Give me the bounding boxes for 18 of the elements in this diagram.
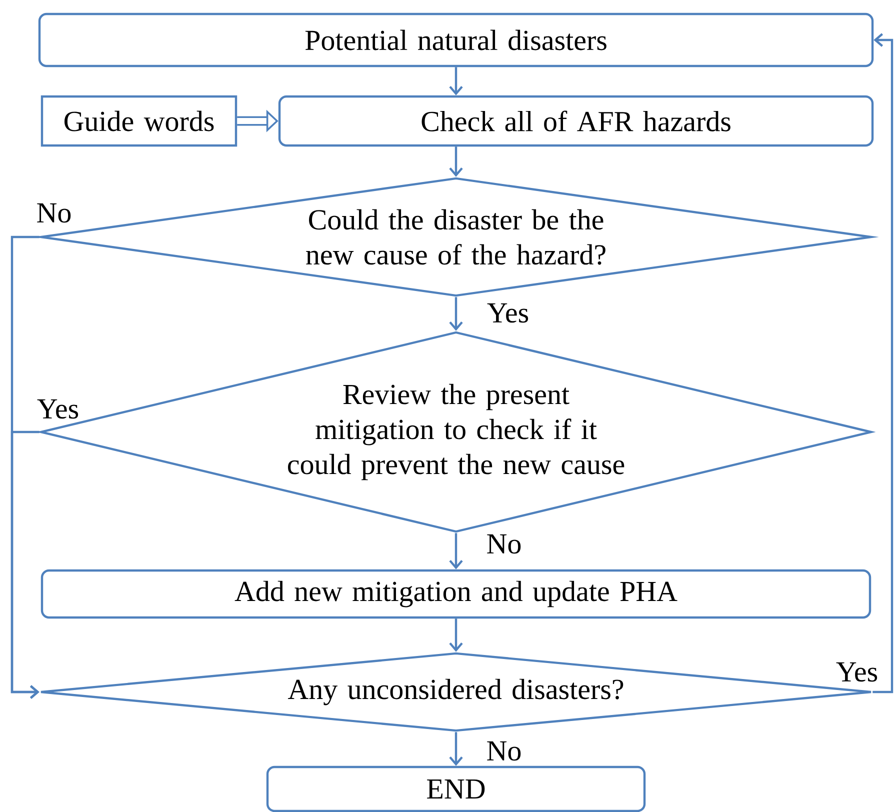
edge-label: Yes — [486, 302, 530, 324]
arrow — [449, 533, 463, 570]
edge-label: Yes — [36, 398, 80, 420]
input-box: Guide words — [40, 95, 238, 147]
process-box: Potential natural disasters — [38, 12, 874, 68]
edge-label: No — [485, 533, 523, 555]
arrow — [449, 297, 463, 331]
process-box: Add new mitigation and update PHA — [40, 569, 872, 619]
edge-label: No — [485, 740, 523, 762]
arrow — [10, 430, 40, 699]
arrow — [449, 146, 463, 177]
arrow — [872, 33, 894, 694]
process-box: END — [266, 766, 646, 812]
arrow — [449, 67, 463, 96]
arrow — [449, 732, 463, 766]
process-box: Check all of AFR hazards — [278, 95, 874, 147]
edge-label: No — [35, 202, 73, 224]
arrow — [449, 618, 463, 652]
